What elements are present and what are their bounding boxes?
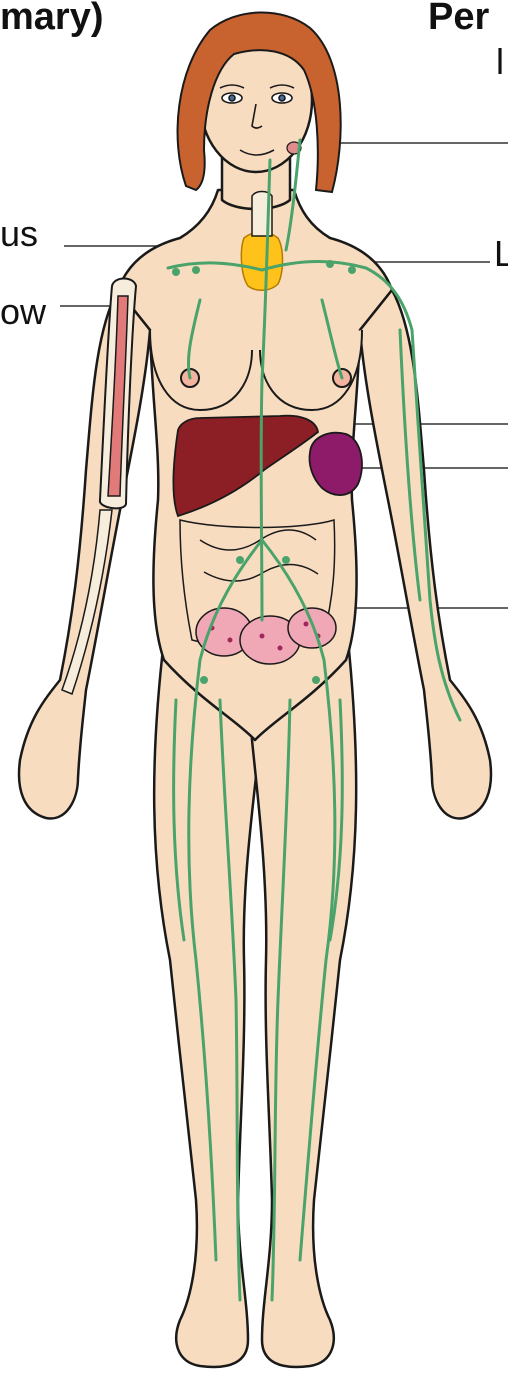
thymus	[241, 232, 282, 290]
right-leg	[250, 640, 356, 1367]
left-leg	[154, 640, 262, 1367]
